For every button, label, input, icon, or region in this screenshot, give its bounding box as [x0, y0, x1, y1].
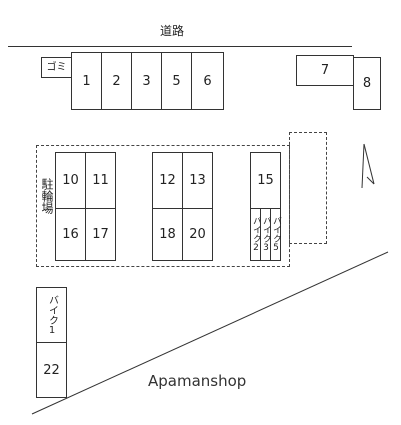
- space-17: 17: [85, 208, 116, 261]
- space-6: 6: [191, 52, 224, 110]
- space-13: 13: [182, 152, 213, 209]
- north-arrow-icon: [361, 143, 375, 189]
- space-22: 22: [36, 342, 67, 398]
- garbage-label: ゴミ: [46, 61, 67, 73]
- bike-area-label: 駐輪場: [40, 178, 54, 214]
- parking-area-extension: [289, 132, 327, 244]
- space-18: 18: [152, 208, 183, 261]
- bike-space-1: バイク1: [36, 287, 67, 343]
- space-8: 8: [353, 57, 381, 110]
- road-line: [8, 46, 352, 47]
- road-label: 道路: [160, 24, 185, 38]
- space-16: 16: [55, 208, 86, 261]
- bike-space-5: バイク5: [270, 208, 281, 261]
- space-20: 20: [182, 208, 213, 261]
- space-15: 15: [250, 152, 281, 209]
- watermark-text: Apamanshop: [148, 372, 247, 390]
- space-7: 7: [296, 55, 354, 86]
